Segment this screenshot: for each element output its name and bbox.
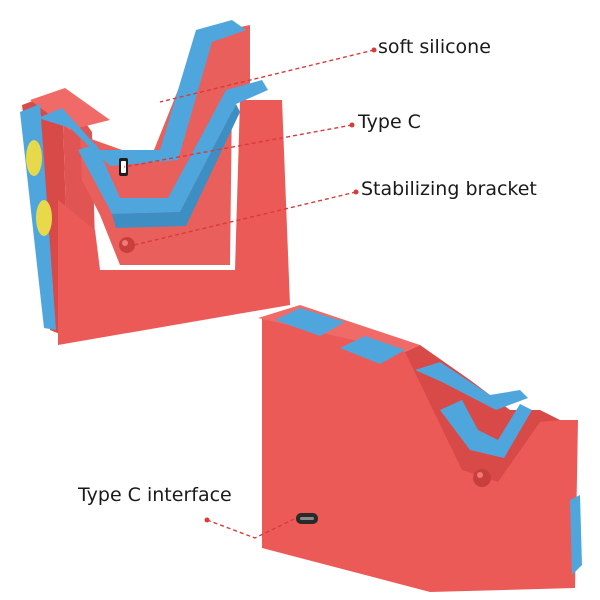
- leader-dot-bracket: [353, 189, 359, 195]
- dock1-top-left: [30, 88, 110, 130]
- charging-dock-front-view: [258, 305, 582, 592]
- dock1-typec-slot: [121, 161, 126, 173]
- leader-dot-silicone: [371, 47, 377, 53]
- dock2-front-face: [262, 318, 578, 592]
- dock2-side-strip: [570, 495, 582, 575]
- callout-type-c-interface: Type C interface: [78, 484, 232, 506]
- callout-soft-silicone: soft silicone: [378, 36, 491, 58]
- dock1-silicone-inner: [78, 80, 268, 214]
- leader-soft-silicone: [159, 49, 375, 103]
- dock2-silicone-strip-upper: [415, 362, 528, 410]
- leader-dot-interface: [204, 517, 210, 523]
- dock1-yellow-button-top: [26, 140, 42, 176]
- dock2-typec-port-inner: [300, 517, 314, 520]
- callout-type-c: Type C: [358, 111, 421, 133]
- leader-dot-typec: [349, 122, 355, 128]
- dock1-body: [58, 100, 290, 345]
- leader-stabilizing-bracket: [129, 191, 357, 247]
- charging-dock-rear-view: [20, 20, 290, 345]
- dock2-bracket-knob: [473, 469, 491, 487]
- dock1-bracket-knob-hi: [122, 240, 128, 246]
- dock2-bracket-knob-hi: [477, 472, 483, 478]
- callout-stabilizing-bracket: Stabilizing bracket: [361, 178, 537, 200]
- dock1-silicone-outer: [38, 20, 246, 166]
- dock2-silicone-pad-1: [275, 308, 345, 336]
- dock2-silicone-strip-lower: [440, 400, 532, 458]
- dock1-yellow-button-bottom: [36, 200, 52, 236]
- callout-leaders: [123, 49, 375, 539]
- leader-type-c-interface: [206, 517, 297, 539]
- dock1-silicone-inner-shade: [112, 104, 240, 228]
- callout-dots: [204, 47, 377, 523]
- dock2-silicone-pad-2: [340, 336, 405, 364]
- leader-type-c: [123, 124, 353, 168]
